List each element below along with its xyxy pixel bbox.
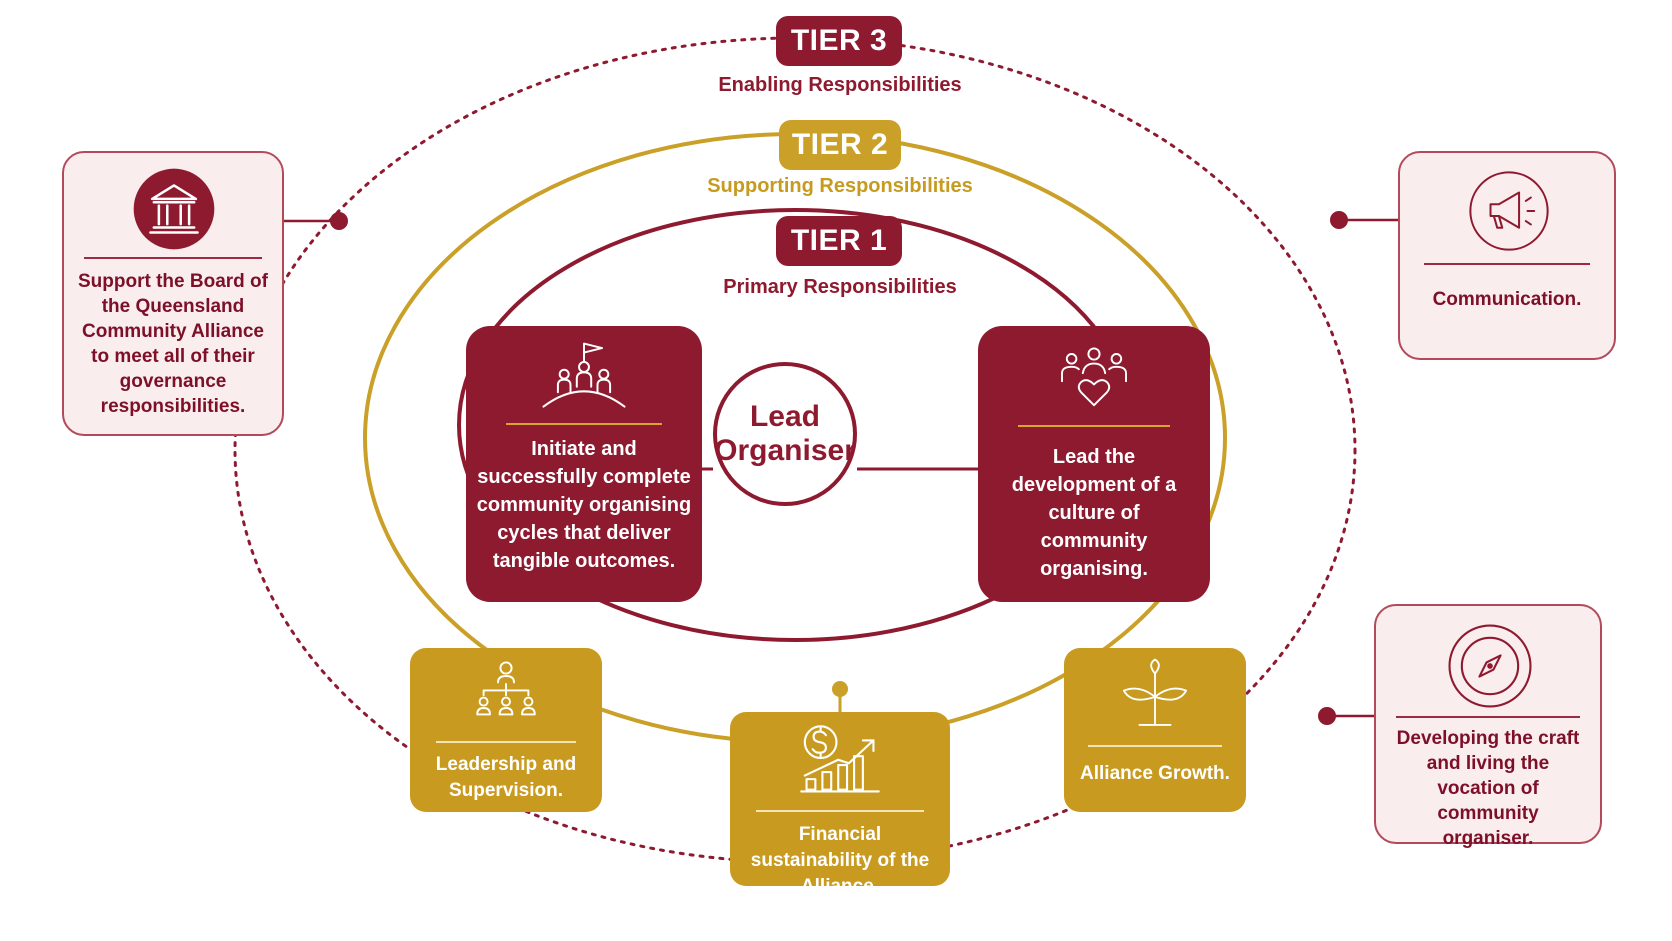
enabling-card-craft: Developing the craft and living the voca… — [1374, 604, 1602, 849]
enabling-card-rule — [84, 257, 262, 259]
supporting-card-growth: Alliance Growth. — [1064, 648, 1246, 812]
tier3-subtitle: Enabling Responsibilities — [718, 74, 962, 96]
institution-building-icon — [133, 168, 215, 250]
tier1-pill: TIER 1 — [776, 216, 902, 266]
supporting-card-text: Financial sustainability of the Alliance… — [750, 824, 930, 897]
supporting-card-text: Alliance Growth. — [1080, 763, 1230, 784]
enabling-card-rule — [1424, 263, 1590, 265]
tier2-pill: TIER 2 — [779, 120, 901, 170]
connector-financial-dot — [832, 681, 848, 697]
primary-card-culture: Lead the development of a culture of com… — [978, 326, 1210, 602]
tier2-subtitle: Supporting Responsibilities — [707, 175, 973, 197]
community-heart-icon — [1061, 347, 1127, 407]
dollar-growth-chart-icon — [800, 725, 880, 793]
summit-team-flag-icon — [542, 342, 626, 408]
lead-organiser-circle: Lead Organiser — [713, 362, 857, 506]
enabling-card-text: Communication. — [1432, 289, 1582, 310]
enabling-card-text: Developing the craft and living the voca… — [1396, 728, 1580, 849]
center-line2: Organiser — [714, 434, 856, 467]
connector-communication-dot — [1330, 211, 1348, 229]
enabling-card-text: Support the Board of the Queensland Comm… — [78, 271, 268, 417]
primary-card-text: Initiate and successfully complete commu… — [476, 438, 692, 572]
sprout-icon — [1122, 658, 1188, 726]
supporting-card-leadership: Leadership and Supervision. — [410, 648, 602, 812]
primary-card-rule — [1018, 425, 1170, 427]
org-hierarchy-icon — [476, 661, 536, 716]
supporting-card-rule — [1088, 745, 1222, 747]
enabling-card-board: Support the Board of the Queensland Comm… — [62, 151, 284, 436]
primary-card-text: Lead the development of a culture of com… — [1011, 446, 1177, 580]
center-line1: Lead — [749, 400, 821, 433]
supporting-card-rule — [436, 741, 576, 743]
tier3-pill: TIER 3 — [776, 16, 902, 66]
enabling-card-communication: Communication. — [1398, 151, 1616, 360]
tier1-subtitle: Primary Responsibilities — [723, 276, 957, 298]
connector-craft-dot — [1318, 707, 1336, 725]
primary-card-rule — [506, 423, 662, 425]
compass-icon — [1448, 624, 1532, 708]
supporting-card-text: Leadership and Supervision. — [435, 754, 577, 801]
supporting-card-rule — [756, 810, 924, 812]
megaphone-icon — [1469, 171, 1549, 251]
enabling-card-rule — [1396, 716, 1580, 718]
supporting-card-financial: Financial sustainability of the Alliance… — [730, 712, 950, 897]
primary-card-organising-cycles: Initiate and successfully complete commu… — [466, 326, 702, 602]
connector-board-dot — [330, 212, 348, 230]
